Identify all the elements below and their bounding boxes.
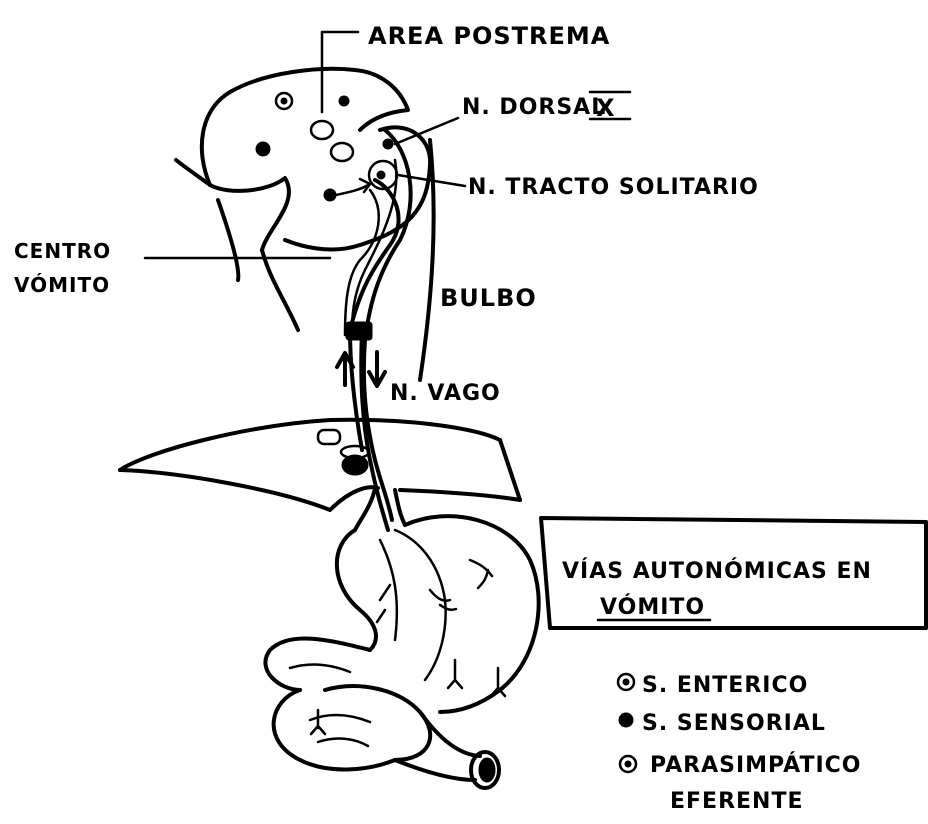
leader-lines [145, 32, 465, 258]
label-centro: CENTRO [14, 239, 111, 263]
label-n-dorsal: N. DORSAL [462, 95, 606, 120]
legend-label-sensorial: S. SENSORIAL [642, 711, 826, 736]
filled-dot-icon [619, 713, 633, 727]
label-bulbo: BULBO [440, 284, 537, 312]
label-n-vago: N. VAGO [390, 381, 501, 406]
legend-label-enterico: S. ENTERICO [642, 673, 808, 698]
legend-label-parasimpatico: PARASIMPÁTICO [650, 752, 861, 778]
legend: S. ENTERICO S. SENSORIAL PARASIMPÁTICO E… [618, 673, 861, 814]
legend-item-parasimpatico: PARASIMPÁTICO EFERENTE [620, 752, 861, 814]
legend-item-sensorial: S. SENSORIAL [619, 711, 826, 736]
label-vomito-center: VÓMITO [14, 273, 110, 297]
legend-label-eferente: EFERENTE [670, 789, 804, 814]
diaphragm-drawing [120, 420, 520, 510]
brainstem-drawing [176, 69, 434, 380]
label-n-tracto-solitario: N. TRACTO SOLITARIO [468, 175, 759, 200]
title-box: VÍAS AUTONÓMICAS EN VÓMITO [541, 518, 926, 628]
stomach-drawing [265, 488, 538, 788]
title-line-1: VÍAS AUTONÓMICAS EN [562, 558, 872, 584]
legend-item-enterico: S. ENTERICO [618, 673, 808, 698]
label-area-postrema: AREA POSTREMA [368, 22, 610, 50]
title-line-2: VÓMITO [600, 594, 705, 620]
